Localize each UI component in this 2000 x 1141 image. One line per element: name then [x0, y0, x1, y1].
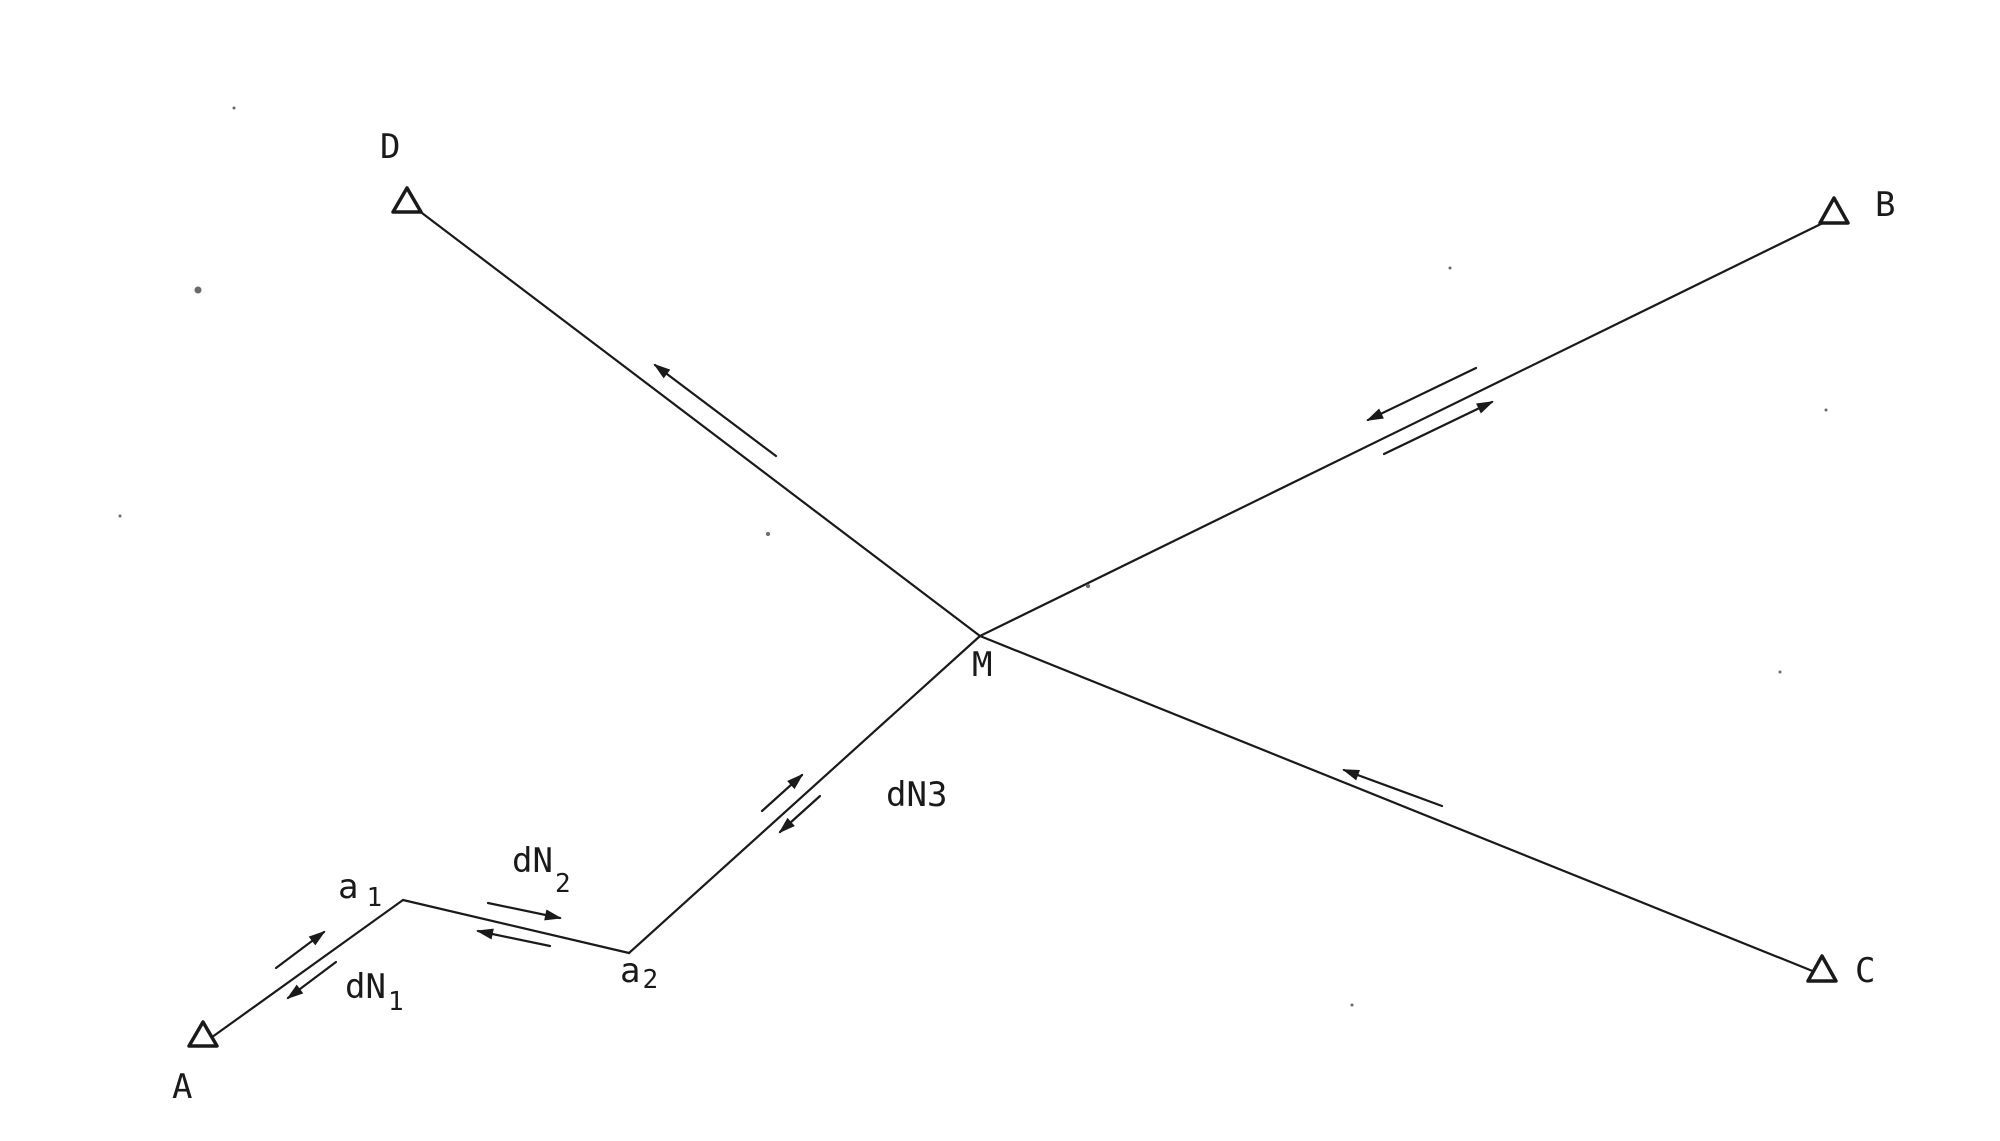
- edge-m-c: [978, 634, 1817, 974]
- increment-dn2-label: dN2: [512, 841, 571, 899]
- arrow-a1-to-a-head-icon: [286, 984, 304, 1000]
- scan-speck: [194, 286, 202, 294]
- edge-a1-a2: [401, 898, 631, 955]
- station-c-triangle-icon: [1806, 954, 1838, 983]
- scan-speck: [1824, 408, 1828, 412]
- increment-dn1-label: dN1: [345, 967, 404, 1017]
- station-c-label: C: [1855, 951, 1875, 991]
- arrow-a-to-a1-head-icon: [308, 930, 326, 946]
- arrow-a2-to-a1-head-icon: [476, 928, 494, 940]
- station-a-label: A: [172, 1067, 192, 1107]
- station-b-triangle-icon: [1818, 196, 1850, 225]
- scan-speck: [232, 106, 236, 110]
- direction-arrows: [274, 363, 1494, 1000]
- scan-speck: [1086, 584, 1090, 588]
- arrow-m-to-a2-head-icon: [778, 817, 795, 834]
- station-b-label: B: [1875, 185, 1895, 225]
- scan-speck: [1448, 266, 1452, 270]
- arrow-a2-to-m-head-icon: [787, 773, 804, 790]
- junction-m-label: M: [972, 645, 992, 685]
- arrow-c-to-m-line: [1342, 768, 1444, 808]
- arrow-m-to-b-line: [1382, 400, 1494, 456]
- scan-speck: [766, 532, 770, 536]
- arrow-c-to-m-head-icon: [1342, 769, 1360, 781]
- station-d-label: D: [380, 127, 400, 167]
- arrow-m-to-d-head-icon: [653, 363, 671, 379]
- scan-speck: [1778, 670, 1782, 674]
- edge-a2-m: [627, 634, 982, 955]
- arrow-b-to-m-line: [1366, 366, 1478, 422]
- edge-m-b: [978, 218, 1831, 638]
- arrow-m-to-b-head-icon: [1476, 401, 1494, 414]
- scan-speck: [1350, 1003, 1354, 1007]
- scan-speck: [118, 514, 122, 518]
- arrow-a1-to-a2-head-icon: [544, 909, 562, 921]
- increment-dn3-label: dN3: [886, 775, 947, 815]
- arrow-m-to-d-line: [653, 363, 778, 458]
- arrow-b-to-m-head-icon: [1366, 408, 1384, 421]
- point-a2-label: a2: [620, 951, 658, 995]
- station-d-triangle-icon: [391, 186, 423, 214]
- station-a-triangle-icon: [187, 1020, 219, 1048]
- edge-a-a1: [206, 898, 405, 1042]
- edge-m-d: [416, 208, 982, 638]
